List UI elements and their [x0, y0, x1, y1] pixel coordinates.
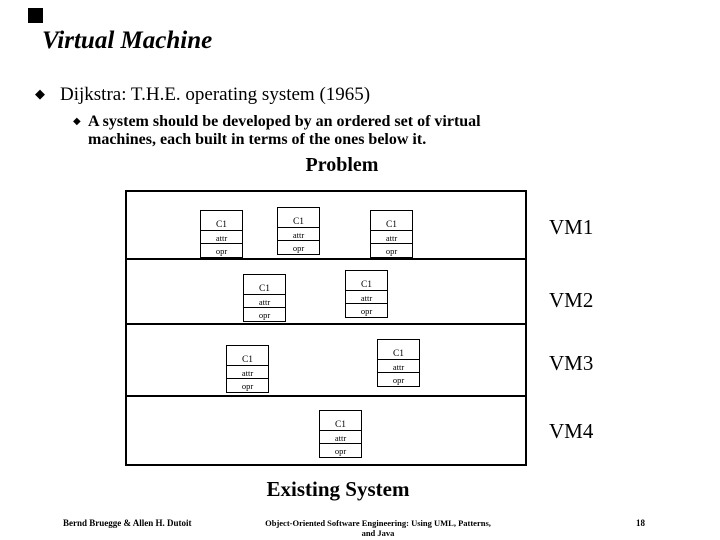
- diamond-subbullet-icon: ◆: [73, 116, 81, 127]
- vm-layer-row-vm1: [127, 192, 525, 260]
- class-box-attributes: attr: [278, 228, 319, 241]
- class-box-title: C1: [244, 275, 285, 295]
- vm-label-vm4: VM4: [549, 419, 594, 443]
- class-box-attributes: attr: [227, 366, 268, 379]
- class-box-attributes: attr: [320, 431, 361, 444]
- problem-label: Problem: [305, 154, 379, 176]
- existing-system-label: Existing System: [266, 477, 410, 501]
- class-box-title: C1: [378, 340, 419, 360]
- class-box-operations: opr: [360, 306, 373, 316]
- class-box-operations: opr: [292, 243, 305, 253]
- class-box-title: C1: [320, 411, 361, 431]
- class-box-attributes: attr: [201, 231, 242, 244]
- vm-label-vm2: VM2: [549, 288, 594, 312]
- vm-layer-row-vm2: [127, 260, 525, 325]
- class-box-attributes: attr: [378, 360, 419, 373]
- bullet-level2-text: A system should be developed by an order…: [88, 113, 481, 148]
- page-title: Virtual Machine: [42, 27, 213, 54]
- vm-layer-row-vm3: [127, 325, 525, 397]
- class-box-attributes: attr: [244, 295, 285, 308]
- class-box-operations: opr: [241, 381, 254, 391]
- class-box-operations: opr: [385, 246, 398, 256]
- class-box-operations: opr: [334, 446, 347, 456]
- footer-page-number: 18: [636, 518, 645, 528]
- bullet-level1-text: Dijkstra: T.H.E. operating system (1965): [60, 84, 371, 105]
- class-box-title: C1: [227, 346, 268, 366]
- diamond-bullet-icon: ◆: [35, 86, 45, 101]
- corner-square-mark: [28, 8, 43, 23]
- class-box-operations: opr: [392, 375, 405, 385]
- footer-authors: Bernd Bruegge & Allen H. Dutoit: [63, 518, 192, 528]
- class-box-attributes: attr: [346, 291, 387, 304]
- class-box-attributes: attr: [371, 231, 412, 244]
- class-box-title: C1: [278, 208, 319, 228]
- class-box-operations: opr: [215, 246, 228, 256]
- class-box-title: C1: [346, 271, 387, 291]
- footer-book-title: Object-Oriented Software Engineering: Us…: [265, 518, 491, 538]
- vm-label-vm1: VM1: [549, 215, 594, 239]
- vm-label-vm3: VM3: [549, 351, 594, 375]
- class-box-title: C1: [201, 211, 242, 231]
- class-box-title: C1: [371, 211, 412, 231]
- class-box-operations: opr: [258, 310, 271, 320]
